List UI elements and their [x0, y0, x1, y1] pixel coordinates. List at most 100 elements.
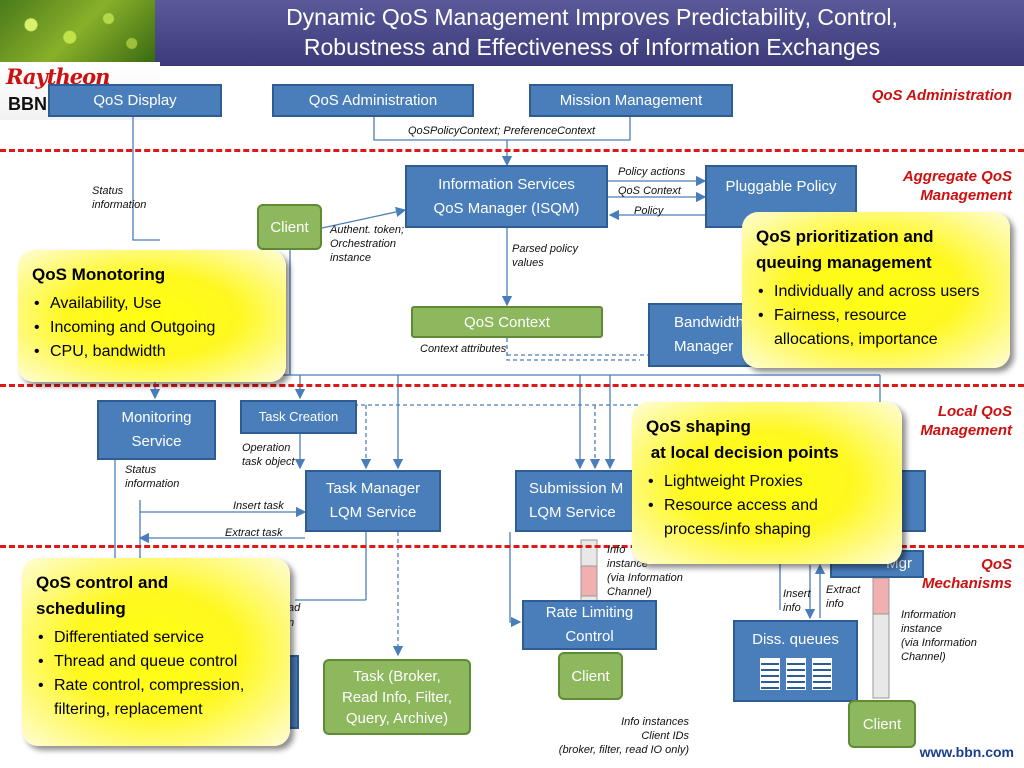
isqm-box[interactable]: Information Services QoS Manager (ISQM) — [405, 165, 608, 228]
client-box-bottom[interactable]: Client — [848, 700, 916, 748]
read-label-partial: ad — [288, 602, 301, 614]
context-attributes-label: Context attributes — [420, 343, 507, 355]
monitoring-line-1: Monitoring — [121, 409, 192, 426]
status-info-line-1: Status — [92, 185, 124, 197]
bandwidth-line-1: Bandwidth — [674, 314, 745, 331]
callout-prioritization-item: Fairness, resource — [758, 304, 996, 328]
callout-control-item-cont: filtering, replacement — [54, 701, 203, 718]
extract-info-label: Extract info — [826, 583, 860, 611]
task-creation-box[interactable]: Task Creation — [240, 400, 357, 434]
operation-task-label: Operation task object — [242, 441, 295, 469]
client-box-top[interactable]: Client — [257, 204, 322, 250]
authent-line-1: Authent. token; — [330, 224, 404, 236]
callout-monitoring-item: Incoming and Outgoing — [34, 316, 272, 340]
callout-shaping-title-1: QoS shaping — [646, 417, 751, 436]
submission-line-2: LQM Service — [529, 504, 616, 521]
task-broker-box[interactable]: Task (Broker, Read Info, Filter, Query, … — [323, 659, 471, 735]
zone-aggregate-line-1: Aggregate QoS — [902, 168, 1012, 185]
callout-shaping-item-cont: process/info shaping — [664, 521, 811, 538]
callout-monitoring-list: Availability, Use Incoming and Outgoing … — [32, 292, 272, 364]
callout-monitoring-item: CPU, bandwidth — [34, 340, 272, 364]
callout-qos-shaping: QoS shaping at local decision points Lig… — [632, 402, 902, 564]
authent-token-label: Authent. token; Orchestration instance — [330, 223, 404, 265]
callout-control-list: Differentiated service Thread and queue … — [36, 626, 276, 722]
header-photo — [0, 0, 155, 62]
isqm-line-1: Information Services — [438, 175, 575, 193]
zone-label-mechanisms: QoS Mechanisms — [922, 555, 1012, 593]
insert-info-label: Insert info — [783, 587, 811, 615]
info-instance-line-1: Information — [901, 609, 957, 621]
queue-icon — [811, 658, 832, 690]
submission-manager-box[interactable]: Submission M LQM Service — [515, 470, 655, 532]
task-manager-line-1: Task Manager — [325, 480, 421, 497]
client-ids-line: Client IDs — [641, 730, 689, 742]
info-instances-line: Info instances — [621, 716, 689, 728]
qos-administration-box[interactable]: QoS Administration — [272, 84, 474, 117]
zone-mech-line-1: QoS — [981, 556, 1012, 573]
callout-qos-monitoring: QoS Monotoring Availability, Use Incomin… — [18, 250, 286, 382]
callout-prioritization-item-cont: allocations, importance — [774, 331, 938, 348]
parsed-policy-label: Parsed policy values — [512, 242, 578, 270]
rate-line-2: Control — [565, 628, 614, 645]
callout-qos-control: QoS control and scheduling Differentiate… — [22, 558, 290, 746]
authent-line-3: instance — [330, 252, 371, 264]
title-line-1: Dynamic QoS Management Improves Predicta… — [286, 4, 898, 30]
info-instances-label: Info instances Client IDs (broker, filte… — [556, 715, 689, 757]
callout-shaping-list: Lightweight Proxies Resource access and … — [646, 470, 888, 542]
callout-prioritization-item: Individually and across users — [758, 280, 996, 304]
policy-label: Policy — [634, 205, 664, 217]
insert-info-line-2: info — [783, 602, 801, 614]
zone-label-qos-administration: QoS Administration — [871, 87, 1012, 104]
zone-mech-line-2: Mechanisms — [921, 575, 1012, 592]
status2-line-2: information — [125, 478, 180, 490]
monitoring-line-2: Service — [131, 433, 182, 450]
slide-title: Dynamic QoS Management Improves Predicta… — [160, 2, 1024, 62]
bbn-logo: BBN — [8, 94, 47, 114]
status-information-label: Status information — [92, 184, 146, 212]
bandwidth-line-2: Manager — [674, 338, 734, 355]
callout-control-item: Rate control, compression, — [38, 674, 276, 698]
operation-line-2: task object — [242, 456, 295, 468]
info-instance-label: Info instance (via Information Channel) — [607, 543, 683, 599]
monitoring-service-box[interactable]: Monitoring Service — [97, 400, 216, 460]
queue-icons — [759, 658, 832, 690]
callout-prioritization-title-1: QoS prioritization and — [756, 227, 934, 246]
callout-shaping-title-2: at local decision points — [646, 443, 839, 462]
rate-limiting-box[interactable]: Rate Limiting Control — [522, 600, 657, 650]
info-inst-line-3: (via Information — [607, 572, 683, 584]
task-manager-line-2: LQM Service — [329, 504, 417, 521]
title-bar — [0, 0, 1024, 66]
mission-management-box[interactable]: Mission Management — [529, 84, 733, 117]
callout-monitoring-title: QoS Monotoring — [32, 265, 166, 284]
zone-aggregate-line-2: Management — [920, 187, 1012, 204]
extract-info-line-1: Extract — [826, 584, 861, 596]
task-line-2: Read Info, Filter, — [341, 688, 453, 706]
zone-local-line-1: Local QoS — [937, 403, 1012, 420]
footer-url[interactable]: www.bbn.com — [919, 744, 1014, 760]
callout-control-title-2: scheduling — [36, 599, 126, 618]
callout-shaping-item: Lightweight Proxies — [648, 470, 888, 494]
zone-label-local: Local QoS Management — [920, 402, 1012, 440]
status-information-label-2: Status information — [125, 463, 179, 491]
parsed-line-2: values — [512, 257, 544, 269]
callout-monitoring-item: Availability, Use — [34, 292, 272, 316]
qos-display-box[interactable]: QoS Display — [48, 84, 222, 117]
client-box-rate[interactable]: Client — [558, 652, 623, 700]
zone-divider-admin — [0, 149, 1024, 152]
status2-line-1: Status — [125, 464, 157, 476]
policy-actions-label: Policy actions — [618, 166, 686, 178]
insert-task-label: Insert task — [233, 500, 284, 512]
diss-queues-box[interactable]: Diss. queues — [733, 620, 858, 702]
info-inst-line-1: Info — [607, 544, 626, 556]
qos-context-box[interactable]: QoS Context — [411, 306, 603, 338]
extract-info-line-2: info — [826, 598, 844, 610]
task-manager-box[interactable]: Task Manager LQM Service — [305, 470, 441, 532]
info-instance-line-4: Channel) — [901, 651, 946, 663]
info-inst-line-4: Channel) — [607, 586, 652, 598]
bandwidth-manager-box[interactable]: Bandwidth Manager — [648, 303, 760, 367]
info-instance-line-3: (via Information — [901, 637, 977, 649]
queue-icon — [759, 658, 780, 690]
title-line-2: Robustness and Effectiveness of Informat… — [303, 34, 881, 60]
diss-queues-label: Diss. queues — [752, 631, 839, 648]
callout-qos-prioritization: QoS prioritization and queuing managemen… — [742, 212, 1010, 368]
